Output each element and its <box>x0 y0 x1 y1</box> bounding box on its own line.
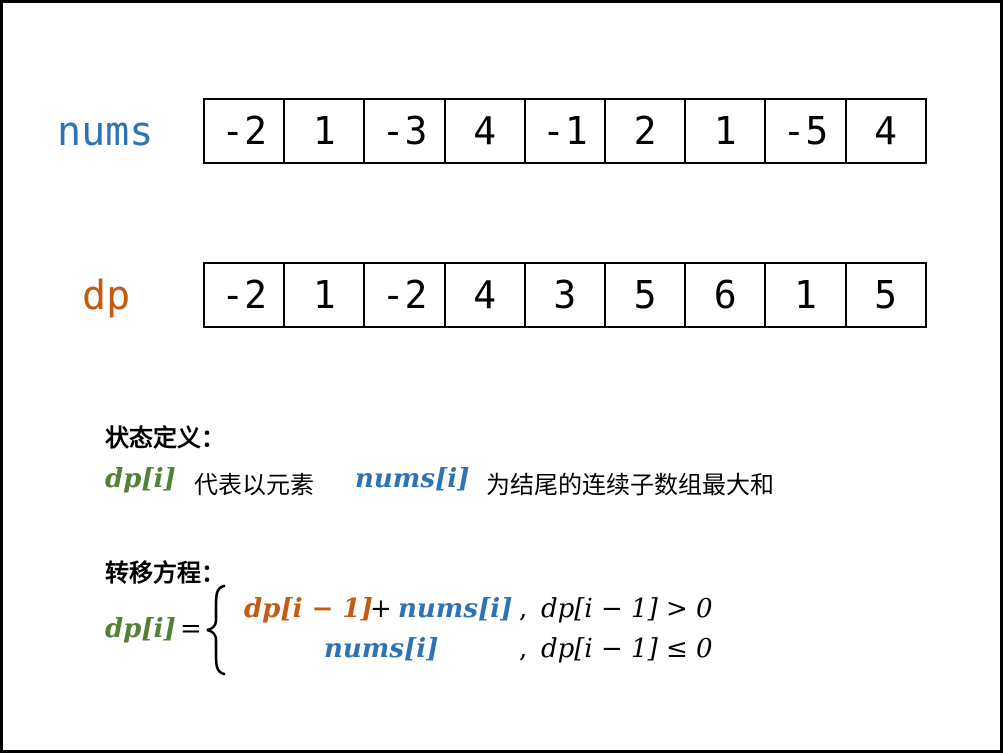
state-definition-dp-i: dp[i] <box>105 464 176 494</box>
transition-equals: = <box>180 614 202 644</box>
transition-heading: 转移方程： <box>105 559 225 587</box>
nums-cell: -1 <box>523 98 606 164</box>
case1-nums-i: nums[i] <box>398 594 513 624</box>
state-definition-heading: 状态定义： <box>105 424 225 452</box>
nums-cell: -2 <box>203 98 286 164</box>
case1-plus: + <box>370 594 392 624</box>
case2-comma: , <box>519 634 528 664</box>
dp-row-label: dp <box>82 273 131 319</box>
nums-cell: 2 <box>603 98 687 164</box>
dp-cell: 5 <box>844 262 927 328</box>
dp-cell: -2 <box>363 262 446 328</box>
dp-cell: 3 <box>523 262 606 328</box>
case1-comma: , <box>519 594 528 624</box>
nums-cell: 4 <box>844 98 927 164</box>
nums-cell: 4 <box>443 98 526 164</box>
state-definition-nums-i: nums[i] <box>355 464 470 494</box>
dp-cell: 4 <box>443 262 526 328</box>
left-brace-icon <box>206 584 226 676</box>
case1-dp-prev: dp[i − 1] <box>244 594 373 624</box>
nums-cell: 1 <box>684 98 767 164</box>
nums-cell: -5 <box>764 98 847 164</box>
state-definition-text-1: 代表以元素 <box>194 471 314 499</box>
dp-cell: -2 <box>203 262 286 328</box>
dp-cell: 1 <box>283 262 366 328</box>
case1-condition: dp[i − 1] > 0 <box>541 594 713 624</box>
transition-lhs: dp[i] <box>105 614 176 644</box>
dp-cell: 1 <box>764 262 847 328</box>
dp-cell: 6 <box>684 262 767 328</box>
case2-nums-i: nums[i] <box>324 634 439 664</box>
case2-condition: dp[i − 1] ≤ 0 <box>541 634 713 664</box>
state-definition-text-2: 为结尾的连续子数组最大和 <box>486 471 774 499</box>
nums-cell: 1 <box>283 98 366 164</box>
nums-cell: -3 <box>363 98 446 164</box>
nums-row-label: nums <box>57 109 154 155</box>
dp-cell: 5 <box>603 262 687 328</box>
